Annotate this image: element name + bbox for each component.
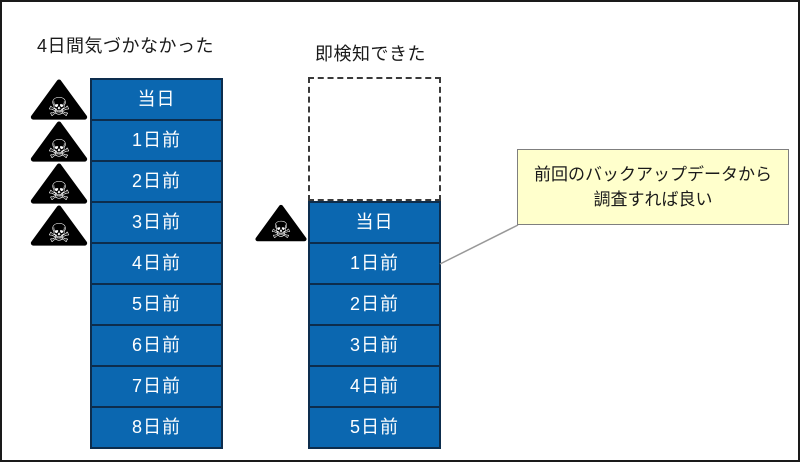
empty-backup-slots-box	[308, 77, 441, 201]
backup-day-cell: 1日前	[310, 242, 439, 283]
callout-note-line2: 調査すれば良い	[593, 190, 713, 209]
backup-day-cell: 5日前	[92, 283, 221, 324]
svg-text:☠: ☠	[47, 135, 70, 163]
backup-day-cell: 3日前	[310, 324, 439, 365]
skull-warning-icon: ☠	[255, 204, 307, 244]
skull-warning-icon: ☠	[30, 163, 88, 205]
backup-day-cell: 当日	[310, 203, 439, 242]
skull-warning-icon: ☠	[30, 79, 88, 121]
backup-day-cell: 4日前	[92, 242, 221, 283]
callout-note-line1: 前回のバックアップデータから	[534, 164, 772, 184]
callout-note: 前回のバックアップデータから 調査すれば良い	[517, 149, 789, 225]
svg-text:☠: ☠	[47, 177, 70, 205]
skull-warning-icon: ☠	[30, 121, 88, 163]
skull-warning-icon: ☠	[30, 205, 88, 247]
backup-day-cell: 5日前	[310, 406, 439, 447]
left-scenario-title: 4日間気づかなかった	[37, 36, 215, 56]
backup-day-cell: 当日	[92, 80, 221, 119]
backup-day-cell: 8日前	[92, 406, 221, 447]
backup-day-cell: 4日前	[310, 365, 439, 406]
svg-text:☠: ☠	[47, 219, 70, 247]
backup-day-cell: 6日前	[92, 324, 221, 365]
right-skull-icon-holder: ☠	[255, 202, 307, 245]
backup-day-cell: 7日前	[92, 365, 221, 406]
left-skull-icon-stack: ☠ ☠ ☠ ☠	[30, 79, 88, 247]
right-scenario-title: 即検知できた	[315, 44, 426, 64]
backup-day-cell: 2日前	[92, 160, 221, 201]
svg-text:☠: ☠	[271, 216, 292, 244]
backup-day-cell: 1日前	[92, 119, 221, 160]
backup-day-cell: 3日前	[92, 201, 221, 242]
svg-text:☠: ☠	[47, 93, 70, 121]
backup-day-cell: 2日前	[310, 283, 439, 324]
